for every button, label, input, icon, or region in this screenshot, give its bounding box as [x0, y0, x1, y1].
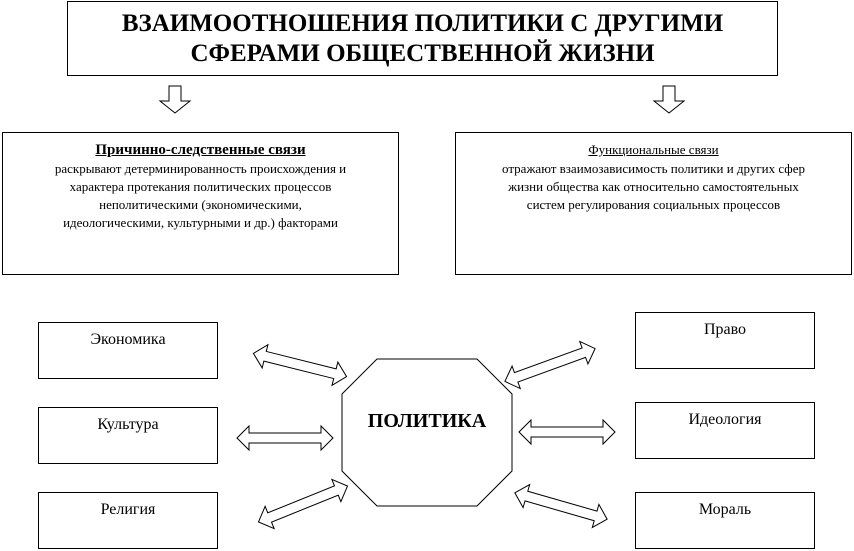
double-arrow-ideology — [518, 418, 616, 446]
diagram-title: ВЗАИМООТНОШЕНИЯ ПОЛИТИКИ С ДРУГИМИ СФЕРА… — [121, 9, 724, 67]
title-box: ВЗАИМООТНОШЕНИЯ ПОЛИТИКИ С ДРУГИМИ СФЕРА… — [67, 1, 778, 76]
functional-links-box: Функциональные связи отражают взаимозави… — [455, 132, 852, 275]
double-arrow-culture — [236, 424, 334, 452]
sphere-culture: Культура — [38, 407, 218, 464]
sphere-morality: Мораль — [635, 492, 815, 549]
down-arrow-left — [158, 85, 192, 114]
double-arrow-morality — [514, 483, 608, 529]
causal-links-box: Причинно-следственные связи раскрывают д… — [2, 132, 399, 275]
double-arrow-economics — [252, 343, 348, 387]
functional-links-heading: Функциональные связи — [588, 142, 719, 157]
sphere-economics: Экономика — [38, 322, 218, 379]
functional-links-text: отражают взаимозависимость политики и др… — [502, 161, 805, 212]
double-arrow-religion — [257, 478, 349, 530]
double-arrow-law — [504, 340, 596, 390]
causal-links-heading: Причинно-следственные связи — [95, 142, 306, 158]
sphere-ideology: Идеология — [635, 402, 815, 459]
down-arrow-right — [652, 85, 686, 114]
sphere-religion: Религия — [38, 492, 218, 549]
politics-octagon — [341, 358, 513, 507]
causal-links-text: раскрывают детерминированность происхожд… — [54, 161, 347, 230]
politics-label: ПОЛИТИКА — [367, 410, 487, 432]
sphere-law: Право — [635, 312, 815, 369]
